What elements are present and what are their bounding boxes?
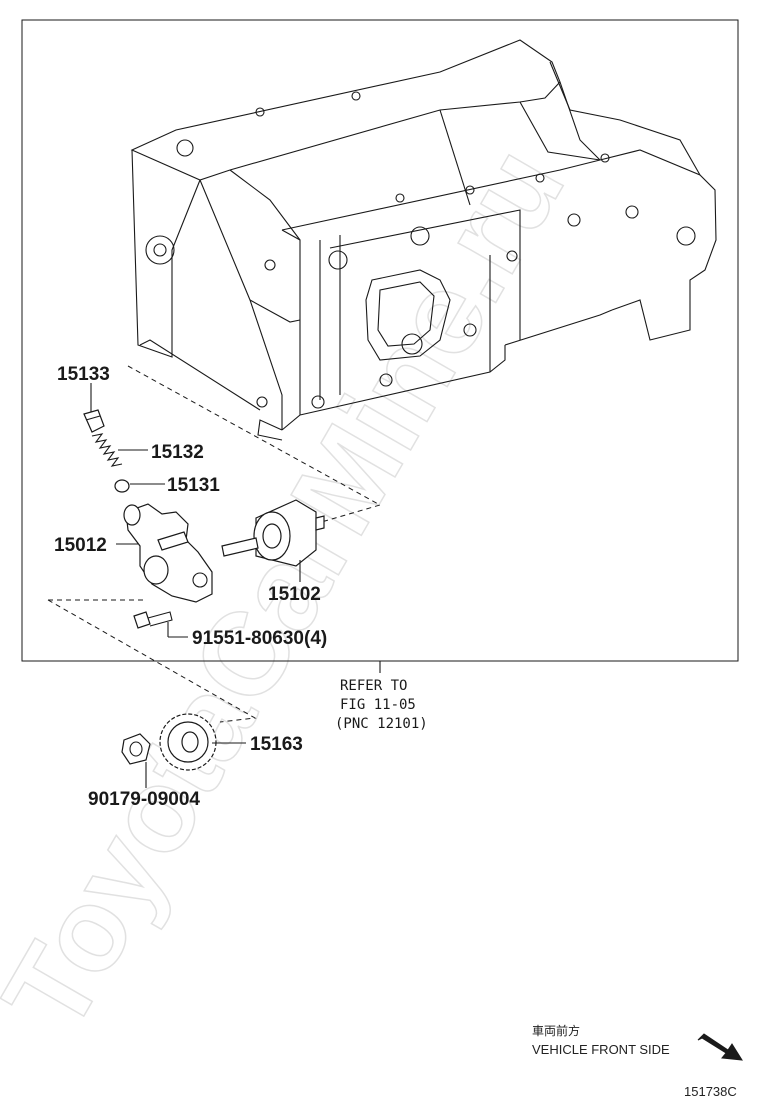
callout-15133: 15133	[57, 364, 110, 385]
front-direction-label-jp: 車両前方	[532, 1024, 581, 1038]
illustration-code: 151738C	[684, 1084, 737, 1099]
reference-line-1: REFER TO	[340, 678, 407, 694]
leader-lines	[90, 383, 381, 788]
engine-block-illustration	[130, 39, 717, 441]
bolt-91551	[133, 611, 173, 629]
plug-15133	[83, 409, 105, 433]
callout-15163: 15163	[250, 734, 303, 755]
direction-arrow-icon	[697, 1033, 743, 1061]
reference-line-3: (PNC 12101)	[335, 716, 428, 732]
callout-90179-09004: 90179-09004	[88, 789, 200, 810]
sprocket-15163	[159, 713, 217, 771]
spring-15132	[91, 433, 123, 467]
oil-pump-rotor-15102	[221, 499, 325, 567]
callout-15102: 15102	[268, 584, 321, 605]
oil-pump-body-15012	[123, 503, 213, 603]
callout-91551-80630: 91551-80630(4)	[192, 628, 327, 649]
callout-15012: 15012	[54, 535, 107, 556]
callout-15132: 15132	[151, 442, 204, 463]
reference-line-2: FIG 11-05	[340, 697, 416, 713]
install-guide-3	[47, 599, 257, 723]
nut-90179	[121, 733, 151, 765]
front-direction-label: VEHICLE FRONT SIDE	[532, 1042, 670, 1057]
callout-15131: 15131	[167, 475, 220, 496]
valve-15131	[114, 479, 130, 493]
